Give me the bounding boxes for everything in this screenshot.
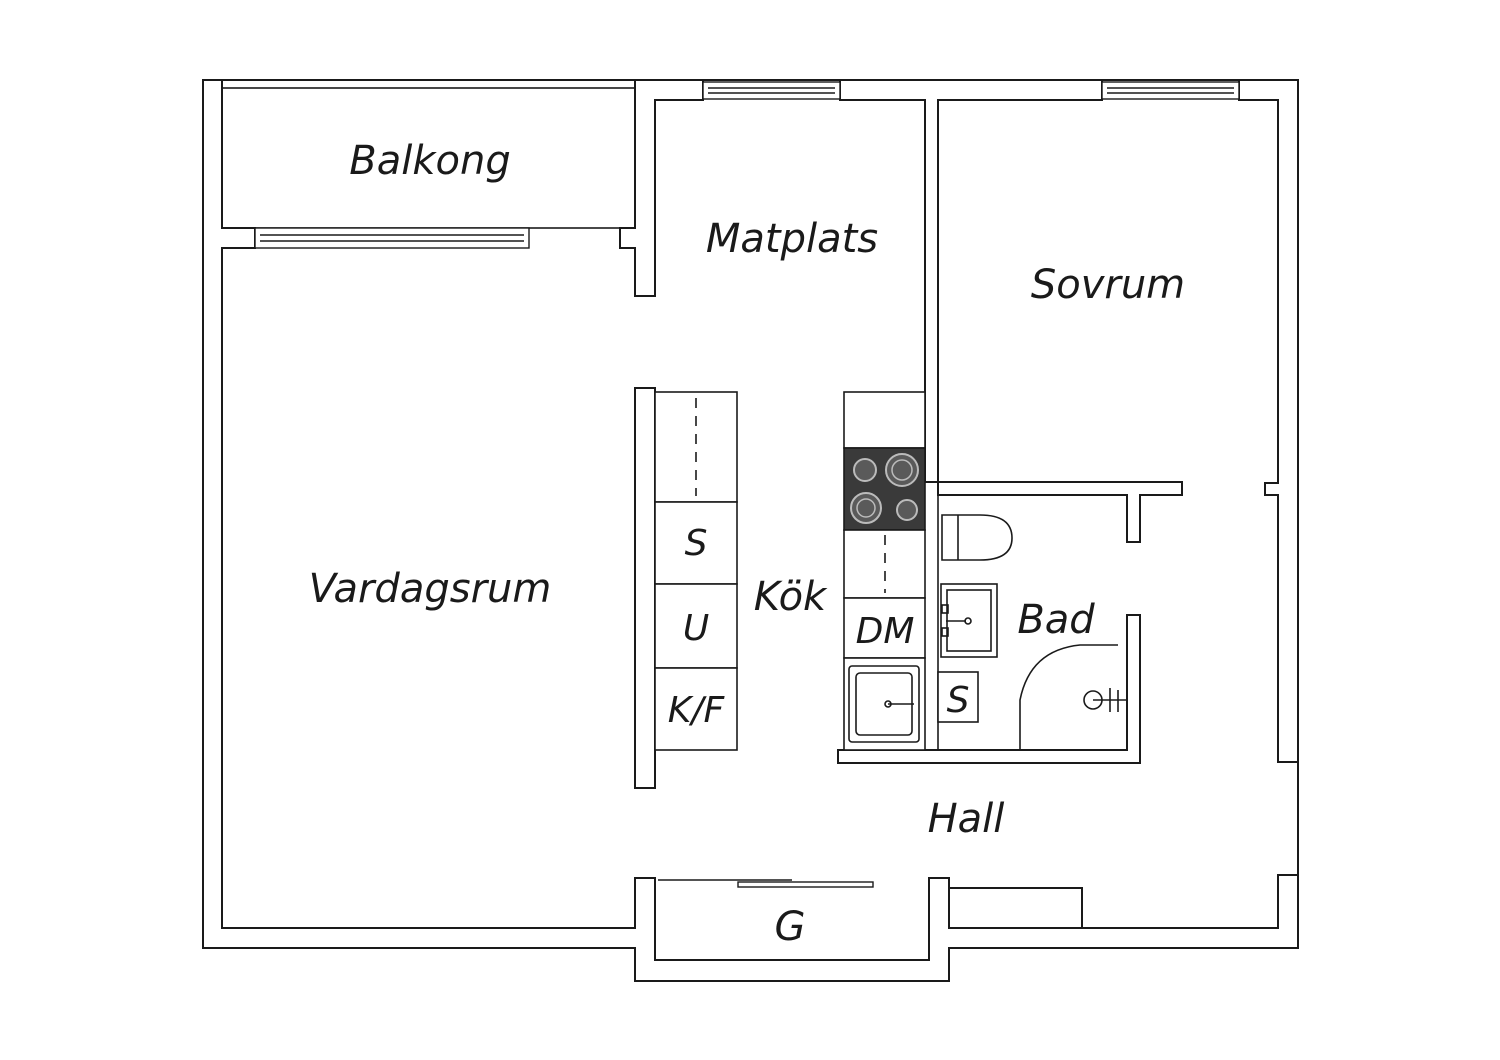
sink-icon — [848, 665, 920, 743]
kyl-frys-label: K/F — [668, 690, 726, 731]
burner-icon — [891, 459, 913, 481]
ugn-label: U — [683, 608, 709, 649]
counter-top — [843, 391, 926, 449]
washbasin-tap-knob — [941, 627, 949, 637]
interior-walls — [634, 387, 1183, 929]
washbasin-tap-knob — [941, 604, 949, 614]
sovrum-bottom-wall — [937, 481, 1183, 543]
room-label-vardagsrum: Vardagsrum — [309, 566, 552, 612]
kyl-frys-cabinet — [654, 667, 738, 751]
room-label-matplats: Matplats — [706, 216, 878, 262]
shower-curtain-icon — [1019, 644, 1118, 750]
room-label-garderob: G — [775, 904, 806, 950]
diskmaskin-label: DM — [856, 611, 915, 652]
kitchen-left-wall — [634, 387, 656, 789]
spis-cabinet — [654, 501, 738, 585]
burner-icon — [850, 492, 882, 524]
toilet-icon — [941, 514, 1013, 561]
wardrobe-box — [948, 887, 1083, 929]
room-label-sovrum: Sovrum — [1031, 262, 1185, 308]
kitchen-right-counter: DM — [843, 391, 926, 751]
room-label-hall: Hall — [928, 796, 1005, 842]
room-label-balkong: Balkong — [349, 138, 510, 184]
spis-label: S — [685, 523, 708, 564]
kitchen-left-counter: S U K/F — [654, 391, 738, 751]
burner-icon — [885, 453, 919, 487]
room-label-bad: Bad — [1017, 597, 1095, 643]
balkong-door-window — [254, 227, 530, 249]
matplats-window — [702, 81, 841, 100]
bathroom-fixtures: S — [937, 514, 1127, 750]
burner-icon — [896, 499, 918, 521]
washbasin-icon — [940, 583, 998, 658]
bad-skap-label: S — [947, 680, 970, 721]
room-label-kok: Kök — [754, 574, 828, 620]
burner-icon — [856, 498, 876, 518]
sovrum-window — [1101, 81, 1240, 100]
diskmaskin-cabinet — [843, 597, 926, 659]
bad-skap-cabinet — [937, 671, 979, 723]
bad-right-wall — [837, 614, 1141, 764]
room-labels: Balkong Matplats Sovrum Vardagsrum Kök B… — [309, 138, 1185, 950]
top-windows — [702, 81, 1240, 100]
entrance — [658, 879, 874, 888]
outer-walls — [202, 79, 1299, 982]
inner-wall-outline — [221, 79, 1299, 961]
burner-icon — [853, 458, 877, 482]
entrance-door-panel — [737, 881, 874, 888]
balkong-area — [221, 87, 636, 249]
ugn-cabinet — [654, 583, 738, 669]
counter-cabinet — [654, 391, 738, 503]
